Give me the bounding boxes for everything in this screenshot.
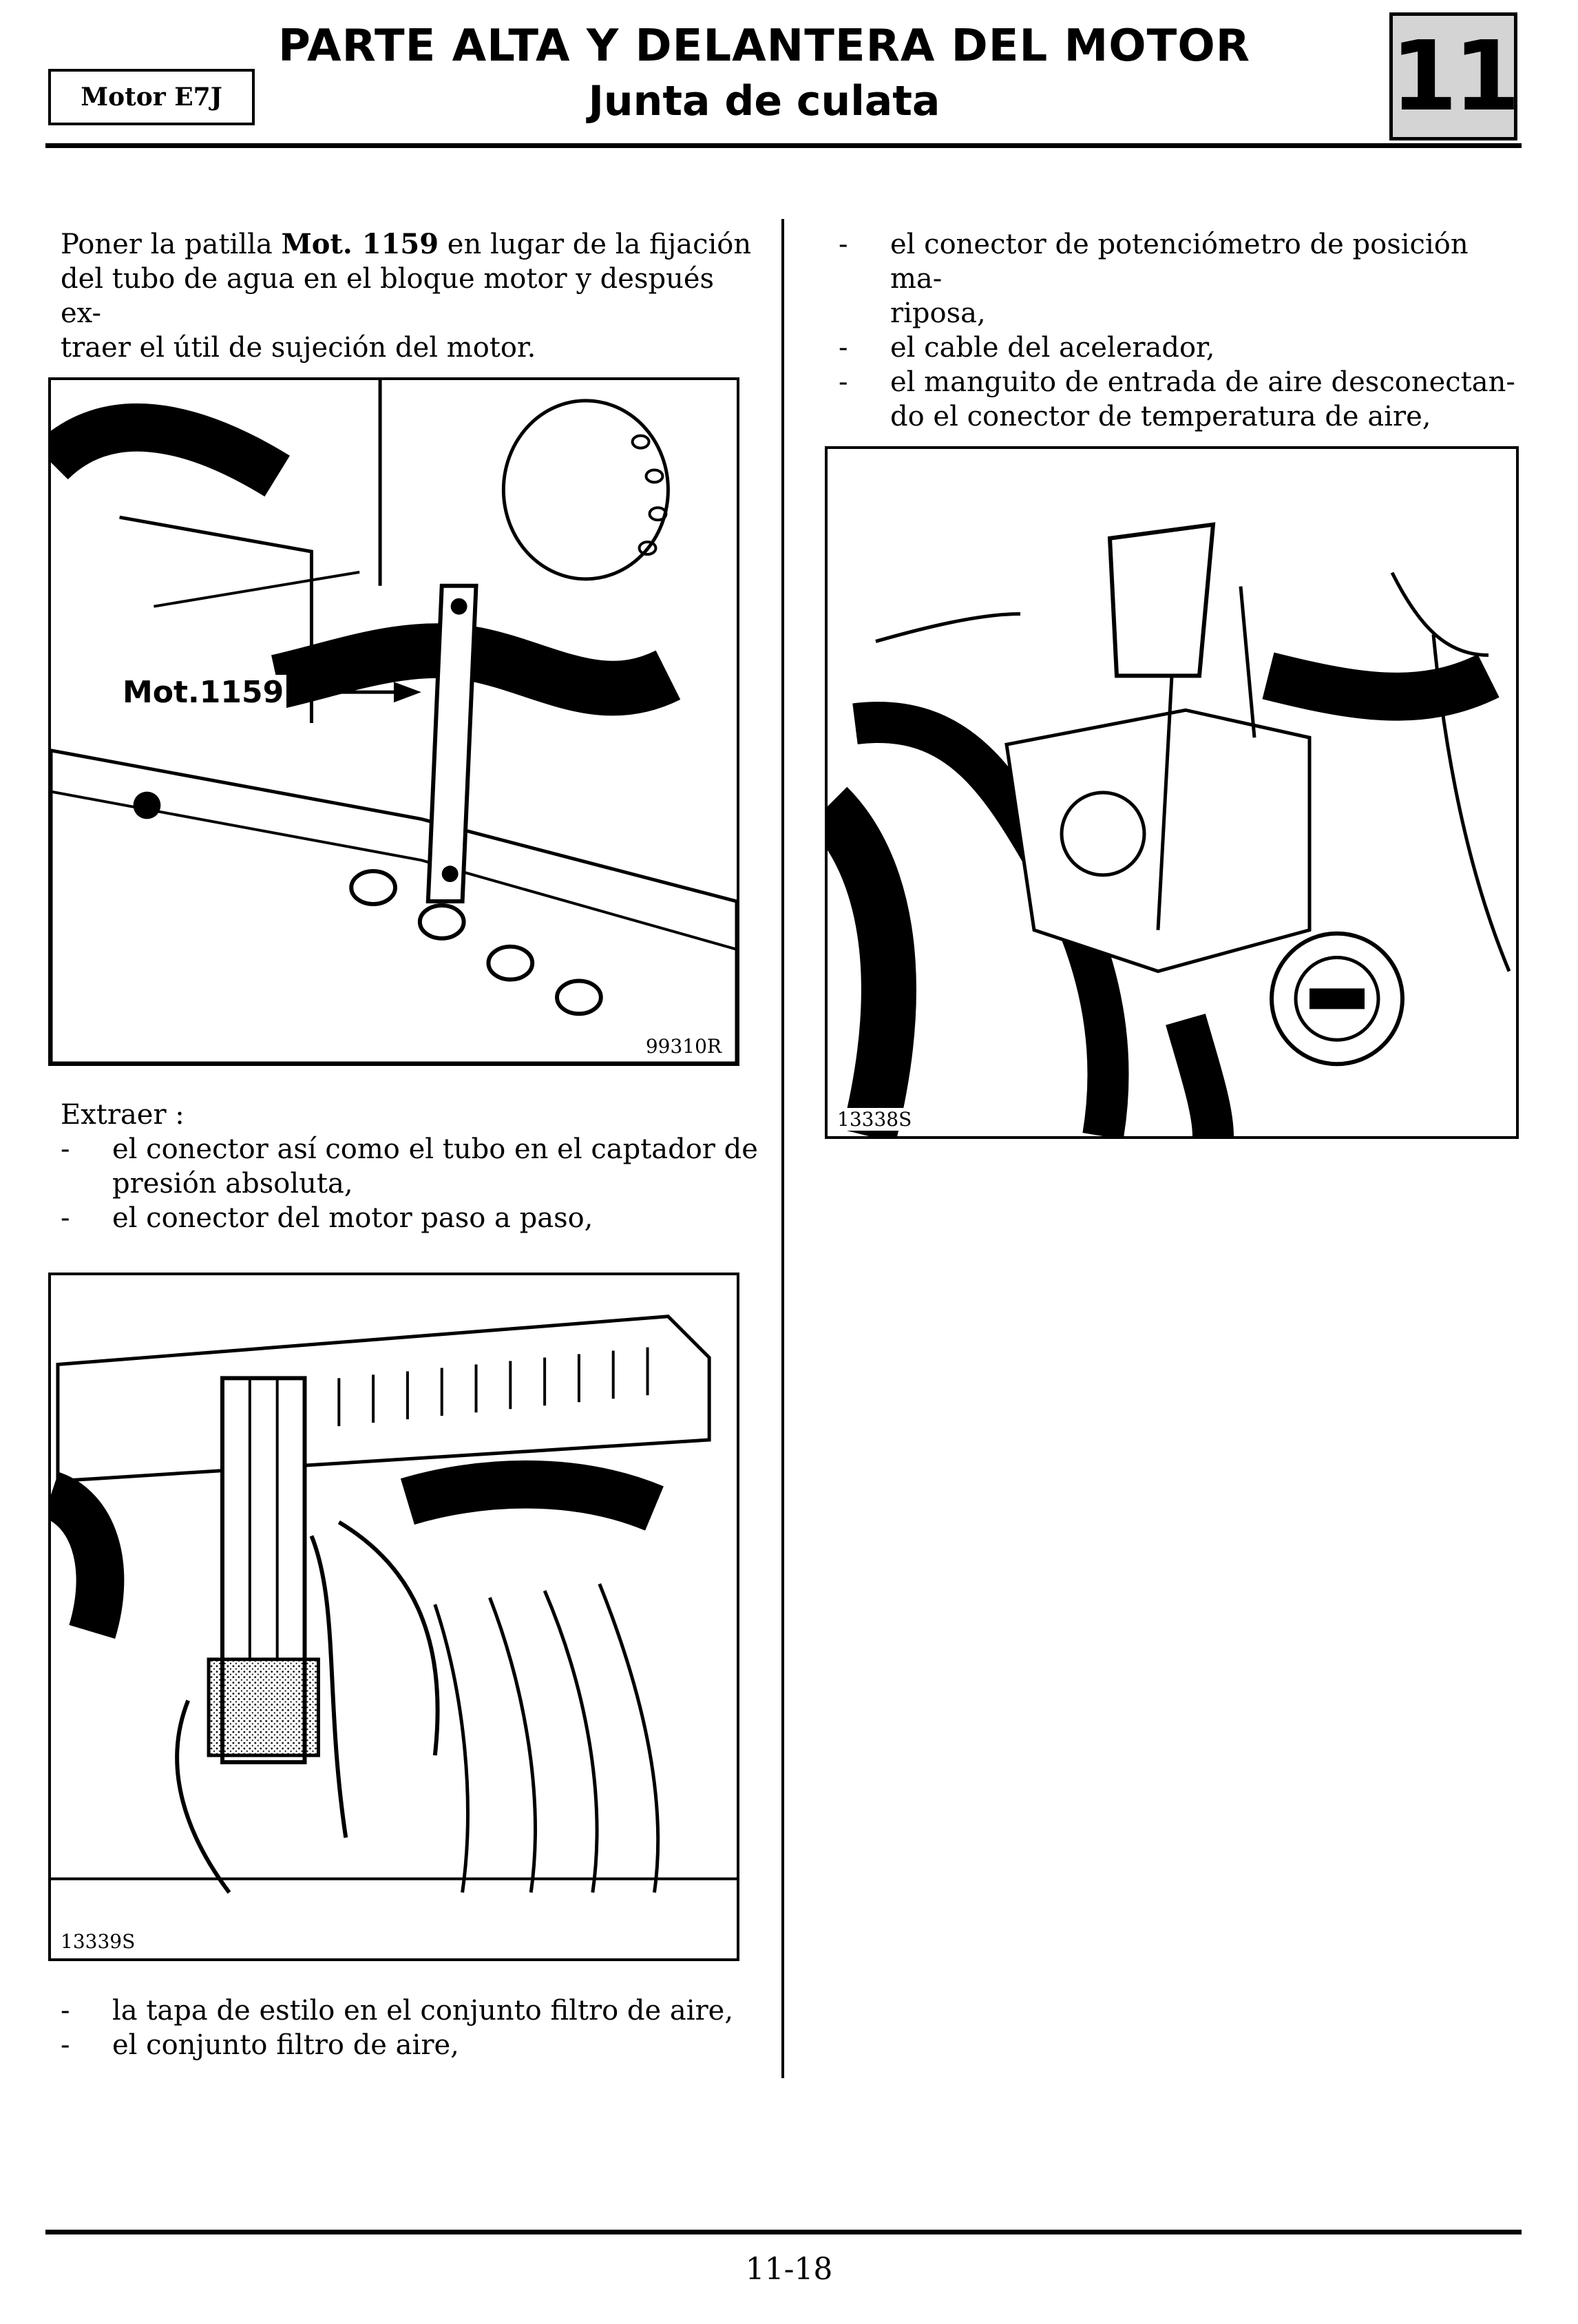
figure-throttle-body: 13338S: [825, 446, 1519, 1139]
header-rule: [45, 143, 1522, 148]
list-bullet: -: [839, 229, 848, 260]
list-item: - el conector de potenciómetro de posici…: [839, 227, 1527, 331]
list-item: - la tapa de estilo en el conjunto filtr…: [61, 1993, 763, 2028]
list-bullet: -: [61, 2029, 70, 2061]
intro-text: Poner la patilla: [61, 229, 282, 260]
remove-list-right: - el conector de potenciómetro de posici…: [839, 227, 1527, 434]
list-bullet: -: [839, 332, 848, 364]
list-item-text: el conector de potenciómetro de posición…: [890, 229, 1469, 295]
column-divider: [781, 219, 784, 2078]
list-item: - el cable del acelerador,: [839, 331, 1527, 365]
extraer-list: - el conector así como el tubo en el cap…: [61, 1132, 763, 1235]
page-title: PARTE ALTA Y DELANTERA DEL MOTOR: [278, 21, 1250, 72]
list-bullet: -: [61, 1202, 70, 1234]
footer-rule: [45, 2230, 1522, 2234]
intro-paragraph: Poner la patilla Mot. 1159 en lugar de l…: [61, 227, 756, 365]
figure-intake-manifold: 13339S: [48, 1273, 739, 1961]
list-item: - el conjunto filtro de aire,: [61, 2028, 763, 2062]
engine-model-badge: Motor E7J: [48, 69, 255, 125]
list-item: - el manguito de entrada de aire descone…: [839, 365, 1527, 434]
chapter-number: 11: [1389, 12, 1520, 140]
intro-text: traer el útil de sujeción del motor.: [61, 332, 536, 364]
list-item-text: do el conector de temperatura de aire,: [890, 401, 1431, 432]
page-number: 11-18: [745, 2252, 833, 2287]
list-item-text: presión absoluta,: [112, 1168, 353, 1200]
intro-text: en lugar de la fijación: [439, 229, 752, 260]
engine-illustration: [828, 522, 1511, 1136]
list-item: - el conector del motor paso a paso,: [61, 1201, 763, 1235]
list-bullet: -: [839, 366, 848, 398]
list-item-text: el cable del acelerador,: [890, 332, 1215, 364]
figure-label-tool: Mot.1159: [120, 675, 287, 710]
figure-code: 13338S: [834, 1108, 915, 1131]
list-item-text: riposa,: [890, 297, 986, 329]
page-subtitle: Junta de culata: [588, 77, 940, 125]
list-item-text: el manguito de entrada de aire desconect…: [890, 366, 1515, 398]
list-item-text: la tapa de estilo en el conjunto filtro …: [112, 1995, 734, 2027]
tool-reference: Mot. 1159: [281, 228, 439, 260]
figure-tool-mot1159: Mot.1159 99310R: [48, 377, 739, 1066]
list-item-text: el conjunto filtro de aire,: [112, 2029, 459, 2061]
intro-text: del tubo de agua en el bloque motor y de…: [61, 263, 715, 329]
list-bullet: -: [61, 1995, 70, 2027]
list-bullet: -: [61, 1133, 70, 1165]
list-item-text: el conector así como el tubo en el capta…: [112, 1133, 758, 1165]
figure-code: 13339S: [58, 1930, 138, 1953]
list-item-text: el conector del motor paso a paso,: [112, 1202, 593, 1234]
engine-illustration: [51, 1315, 737, 1894]
remove-list-continued: - la tapa de estilo en el conjunto filtr…: [61, 1993, 763, 2062]
engine-illustration: [51, 380, 737, 1063]
extraer-heading: Extraer :: [61, 1099, 185, 1131]
list-item: - el conector así como el tubo en el cap…: [61, 1132, 763, 1201]
figure-code: 99310R: [642, 1035, 724, 1058]
